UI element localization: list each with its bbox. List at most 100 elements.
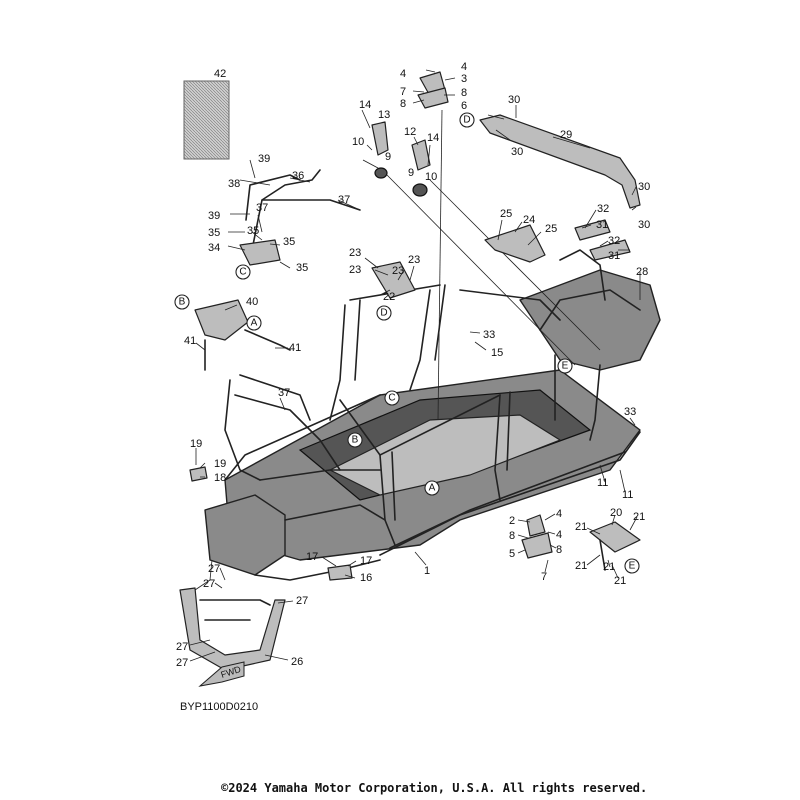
callout-b-1: B bbox=[174, 294, 190, 310]
part-number-23: 23 bbox=[392, 265, 404, 277]
part-number-25: 25 bbox=[545, 223, 557, 235]
part-number-30: 30 bbox=[508, 94, 520, 106]
front-upper-arms bbox=[239, 169, 361, 266]
front-bumper-26-27 bbox=[179, 587, 286, 671]
part-number-12: 12 bbox=[404, 126, 416, 138]
label-plate-42 bbox=[183, 80, 230, 160]
svg-text:B: B bbox=[352, 435, 359, 446]
mount-parts-9-13 bbox=[371, 121, 431, 197]
part-number-8: 8 bbox=[509, 530, 515, 542]
callout-c-1: C bbox=[235, 264, 251, 280]
upper-mount-bracket bbox=[417, 71, 449, 109]
part-number-16: 16 bbox=[360, 572, 372, 584]
part-number-38: 38 bbox=[228, 178, 240, 190]
part-number-11: 11 bbox=[597, 477, 608, 489]
part-number-33: 33 bbox=[624, 406, 636, 418]
part-number-6: 6 bbox=[461, 100, 467, 112]
part-number-29: 29 bbox=[560, 129, 572, 141]
bracket-22-23 bbox=[371, 261, 416, 299]
part-number-27: 27 bbox=[176, 641, 188, 653]
part-number-8: 8 bbox=[400, 98, 406, 110]
callout-b-2: B bbox=[347, 432, 363, 448]
part-number-30: 30 bbox=[638, 219, 650, 231]
part-number-22: 22 bbox=[383, 291, 395, 303]
svg-text:D: D bbox=[463, 115, 470, 126]
svg-text:E: E bbox=[629, 561, 636, 572]
part-number-30: 30 bbox=[511, 146, 523, 158]
part-number-2: 2 bbox=[509, 515, 515, 527]
svg-text:C: C bbox=[388, 393, 395, 404]
callout-a-1: A bbox=[246, 315, 262, 331]
fwd-arrow-icon: FWD bbox=[198, 661, 245, 687]
part-number-30: 30 bbox=[638, 181, 650, 193]
part-number-27: 27 bbox=[296, 595, 308, 607]
part-number-36: 36 bbox=[292, 170, 304, 182]
part-number-40: 40 bbox=[246, 296, 258, 308]
part-number-26: 26 bbox=[291, 656, 303, 668]
part-number-9: 9 bbox=[408, 167, 414, 179]
part-number-4: 4 bbox=[556, 508, 562, 520]
part-number-27: 27 bbox=[176, 657, 188, 669]
bracket-24 bbox=[484, 224, 546, 263]
part-number-1: 1 bbox=[424, 565, 430, 577]
part-number-15: 15 bbox=[491, 347, 503, 359]
part-number-28: 28 bbox=[636, 266, 648, 278]
part-number-10: 10 bbox=[352, 136, 364, 148]
part-number-31: 31 bbox=[596, 219, 608, 231]
part-number-24: 24 bbox=[523, 214, 535, 226]
callout-e-2: E bbox=[624, 558, 640, 574]
part-number-21: 21 bbox=[575, 560, 587, 572]
part-number-37: 37 bbox=[256, 202, 268, 214]
callout-a-2: A bbox=[424, 480, 440, 496]
part-number-14: 14 bbox=[359, 99, 371, 111]
part-number-8: 8 bbox=[461, 87, 467, 99]
part-number-27: 27 bbox=[208, 563, 220, 575]
part-number-19: 19 bbox=[214, 458, 226, 470]
part-number-21: 21 bbox=[575, 521, 587, 533]
part-number-39: 39 bbox=[208, 210, 220, 222]
svg-text:B: B bbox=[179, 297, 186, 308]
part-number-11: 11 bbox=[622, 489, 633, 501]
part-number-20: 20 bbox=[610, 507, 622, 519]
bracket-31-32 bbox=[574, 219, 631, 261]
rear-crossbar-29 bbox=[479, 114, 641, 209]
part-number-17: 17 bbox=[306, 551, 318, 563]
part-number-33: 33 bbox=[483, 329, 495, 341]
part-number-37: 37 bbox=[338, 194, 350, 206]
callout-e-1: E bbox=[557, 358, 573, 374]
callout-d-1: D bbox=[459, 112, 475, 128]
part-number-19: 19 bbox=[190, 438, 202, 450]
bracket-16-17 bbox=[327, 564, 353, 581]
part-number-3: 3 bbox=[461, 73, 467, 85]
part-number-7: 7 bbox=[400, 86, 406, 98]
part-number-21: 21 bbox=[603, 561, 615, 573]
part-number-35: 35 bbox=[208, 227, 220, 239]
copyright-notice: ©2024 Yamaha Motor Corporation, U.S.A. A… bbox=[221, 781, 648, 795]
leader-lines bbox=[189, 69, 641, 662]
part-number-14: 14 bbox=[427, 132, 439, 144]
part-number-7: 7 bbox=[541, 571, 547, 583]
part-number-21: 21 bbox=[633, 511, 645, 523]
main-frame bbox=[204, 109, 661, 581]
part-number-42: 42 bbox=[214, 68, 226, 80]
part-number-31: 31 bbox=[608, 250, 620, 262]
part-number-13: 13 bbox=[378, 109, 390, 121]
part-number-23: 23 bbox=[408, 254, 420, 266]
part-number-41: 41 bbox=[184, 335, 196, 347]
part-number-labels: 42 4 4 3 7 8 8 6 30 14 13 29 12 14 10 30… bbox=[176, 61, 650, 669]
callout-c-2: C bbox=[384, 390, 400, 406]
part-number-18: 18 bbox=[214, 472, 226, 484]
callout-markers: A A B B C C D D E E bbox=[174, 112, 640, 574]
part-number-25: 25 bbox=[500, 208, 512, 220]
bracket-18-19 bbox=[189, 466, 208, 482]
part-number-21: 21 bbox=[614, 575, 626, 587]
callout-d-2: D bbox=[376, 305, 392, 321]
part-number-39: 39 bbox=[258, 153, 270, 165]
part-number-34: 34 bbox=[208, 242, 220, 254]
svg-text:A: A bbox=[429, 483, 436, 494]
part-number-37: 37 bbox=[278, 387, 290, 399]
part-number-32: 32 bbox=[608, 235, 620, 247]
part-number-41: 41 bbox=[289, 342, 301, 354]
part-number-9: 9 bbox=[385, 151, 391, 163]
